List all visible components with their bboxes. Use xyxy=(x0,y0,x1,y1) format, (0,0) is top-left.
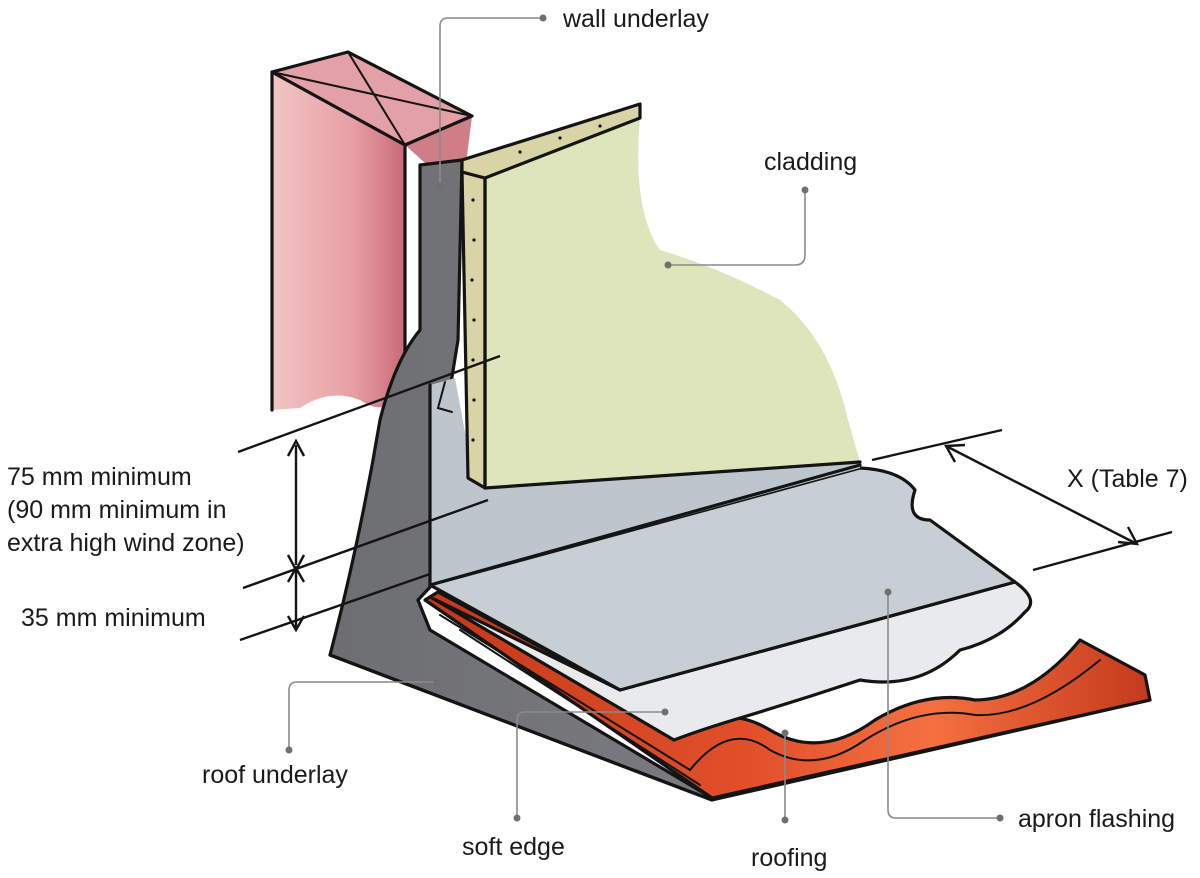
label-cladding: cladding xyxy=(764,148,857,176)
dimension-lines-right xyxy=(871,428,1173,572)
labels: wall underlay cladding 75 mm minimum (90… xyxy=(7,5,1188,872)
leader-lines xyxy=(285,14,1004,824)
label-wall-underlay: wall underlay xyxy=(562,5,709,33)
cladding-shape xyxy=(460,102,862,490)
dimension-lines-left xyxy=(237,354,501,642)
label-75mm-line1: 75 mm minimum xyxy=(7,463,192,491)
roofing-shape xyxy=(423,590,1152,800)
label-roof-underlay: roof underlay xyxy=(202,761,348,789)
label-x-table-7: X (Table 7) xyxy=(1067,465,1188,493)
label-roofing: roofing xyxy=(751,844,827,872)
label-soft-edge: soft edge xyxy=(462,833,565,861)
flashing-upstand-shape xyxy=(428,378,862,587)
label-apron-flashing: apron flashing xyxy=(1018,805,1175,833)
label-75mm-line2: (90 mm minimum in xyxy=(7,496,226,524)
label-75mm-line3: extra high wind zone) xyxy=(7,529,245,557)
label-35mm: 35 mm minimum xyxy=(21,604,206,632)
apron-flashing-shape xyxy=(428,466,1017,692)
wall-underlay-shape xyxy=(270,50,474,412)
